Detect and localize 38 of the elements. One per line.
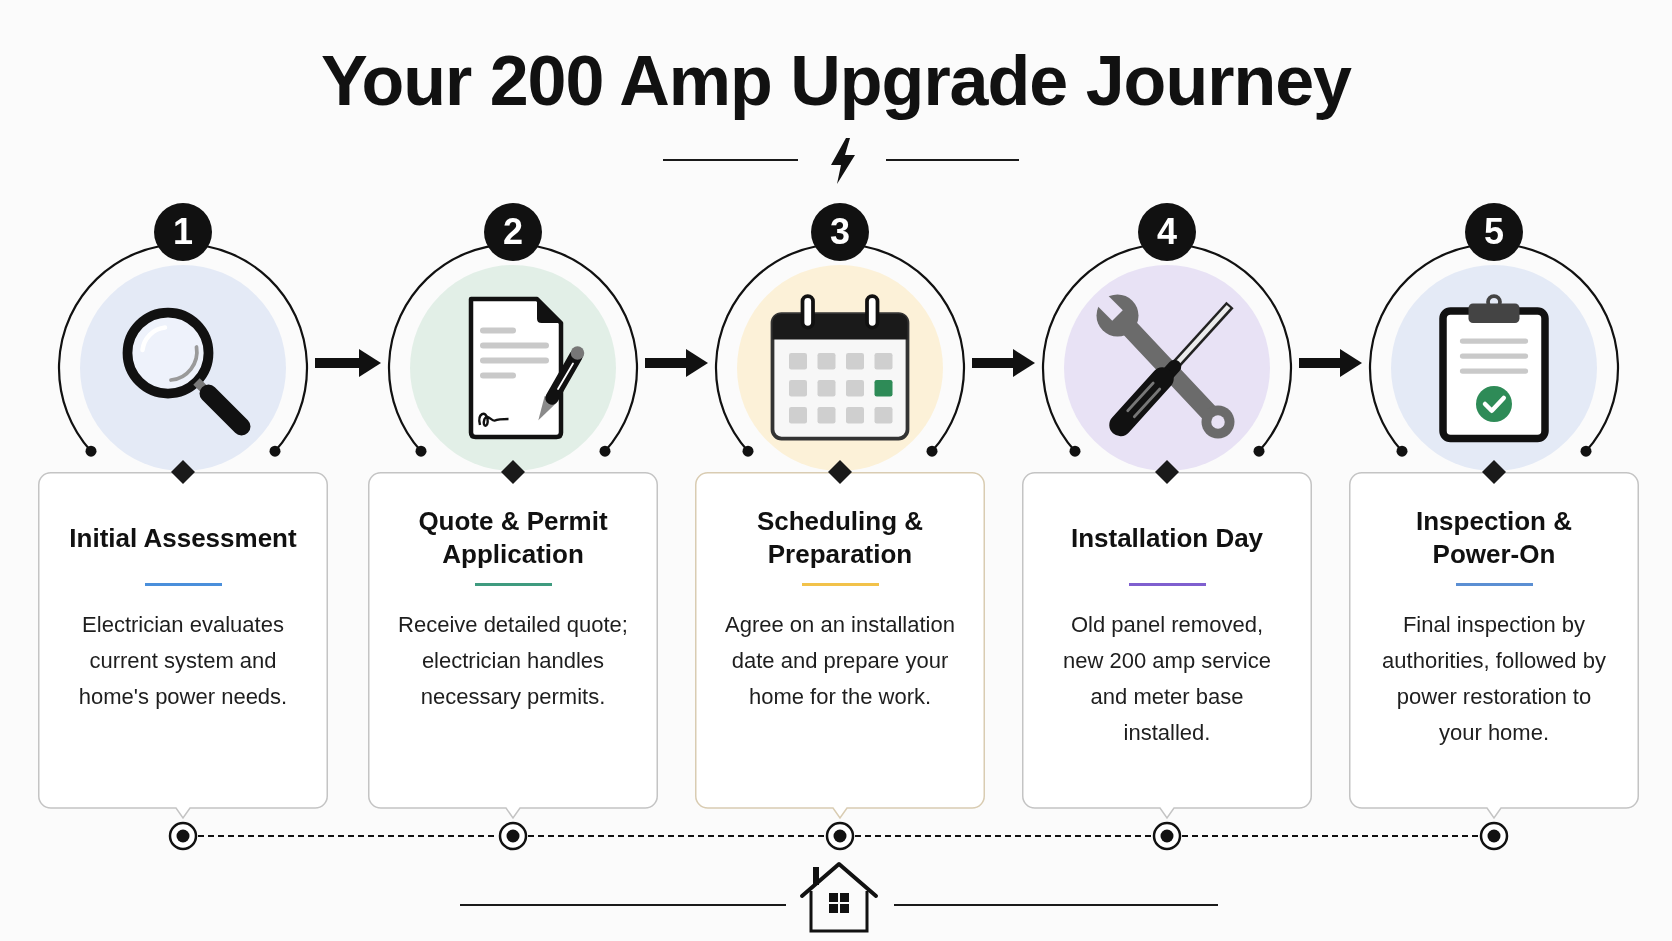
arrow: [1299, 349, 1362, 377]
step-description: Receive detailed quote; electrician handles necessary permits.: [397, 611, 629, 711]
dashed-line: [527, 835, 826, 837]
arrow: [315, 349, 381, 377]
step-card: [695, 472, 985, 820]
step-card: [1022, 472, 1312, 820]
step-description: Final inspection by authorities, followed by power restoration to your home.: [1381, 611, 1607, 747]
step-number: 5: [1484, 212, 1504, 252]
timeline-dot: [1479, 821, 1509, 851]
step-number: 3: [830, 212, 850, 252]
step-title: Initial Assessment: [69, 521, 297, 555]
arrow: [972, 349, 1035, 377]
step-number: 1: [173, 212, 193, 252]
step-title: Installation Day: [1070, 521, 1264, 555]
step-title: Scheduling & Preparation: [755, 505, 925, 571]
step-number: 2: [503, 212, 523, 252]
timeline-dot: [498, 821, 528, 851]
step-number-circle: [1465, 203, 1523, 261]
step-title: Quote & Permit Application: [417, 505, 609, 571]
step-number: 4: [1157, 212, 1177, 252]
step-number-circle: [811, 203, 869, 261]
timeline-dot: [825, 821, 855, 851]
dashed-line: [1181, 835, 1480, 837]
timeline-dot: [168, 821, 198, 851]
diagram-title: Your 200 Amp Upgrade Journey: [320, 41, 1351, 122]
step-card: [368, 472, 658, 820]
step-description: Old panel removed, new 200 amp service and meter base installed.: [1062, 611, 1272, 747]
step-title: Inspection & Power-On: [1415, 505, 1573, 571]
step-card: [1349, 472, 1639, 820]
step-description: Electrician evaluates current system and home's power needs.: [77, 611, 289, 711]
timeline-dot: [1152, 821, 1182, 851]
step-card: [38, 472, 328, 820]
step-description: Agree on an installation date and prepare your home for the work.: [724, 611, 956, 711]
dashed-line: [854, 835, 1153, 837]
arrow: [645, 349, 708, 377]
step-number-circle: [1138, 203, 1196, 261]
step-number-circle: [154, 203, 212, 261]
step-number-circle: [484, 203, 542, 261]
